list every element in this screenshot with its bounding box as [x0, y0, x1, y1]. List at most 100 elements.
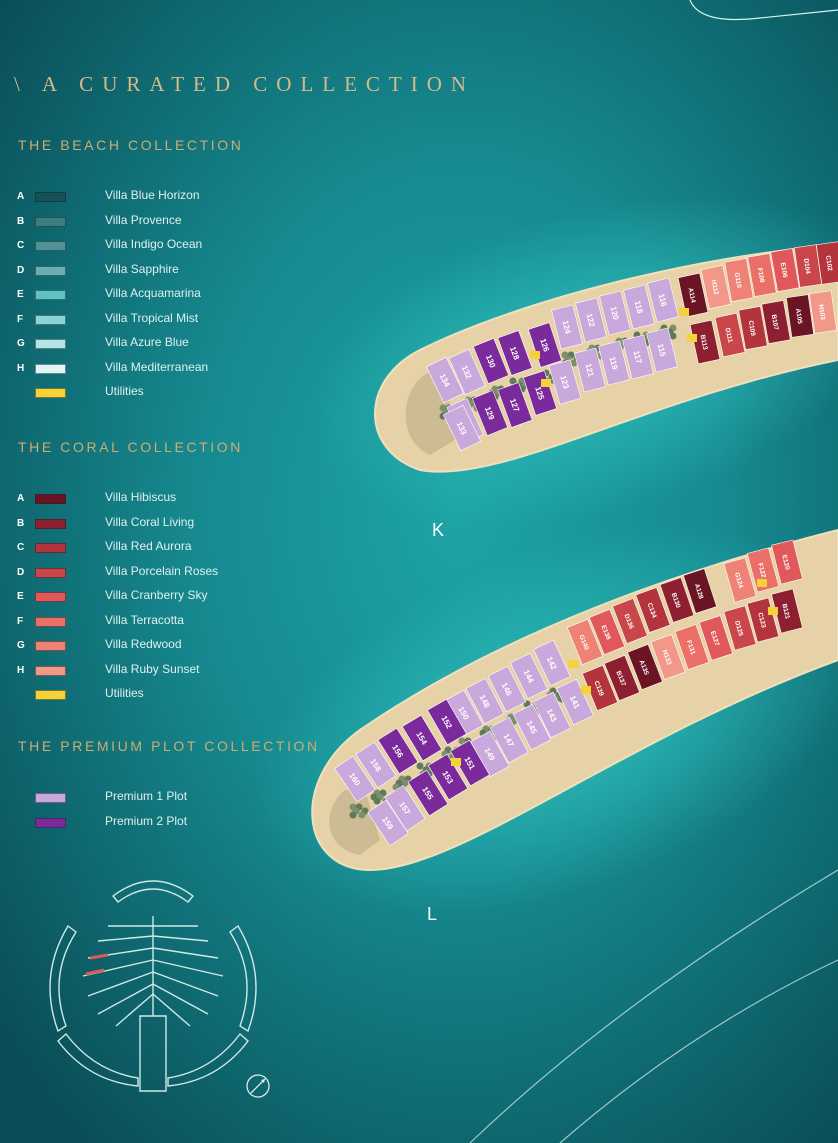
- villa-plot-label: F108: [756, 267, 766, 283]
- villa-plot[interactable]: 134: [425, 356, 465, 404]
- legend-label: Villa Coral Living: [105, 514, 195, 529]
- villa-plot[interactable]: 125: [522, 370, 558, 416]
- villa-plot[interactable]: D104: [793, 244, 823, 288]
- villa-plot[interactable]: 127: [497, 382, 533, 428]
- villa-plot[interactable]: E138: [588, 608, 626, 656]
- villa-plot[interactable]: F122: [746, 547, 780, 593]
- villa-plot[interactable]: A128: [682, 568, 718, 614]
- villa-plot[interactable]: 121: [574, 347, 606, 393]
- legend-swatch: [35, 241, 66, 251]
- compass-icon: [246, 1074, 270, 1098]
- villa-plot-label: D111: [724, 327, 734, 343]
- villa-plot[interactable]: C102: [815, 241, 838, 285]
- utility-marker: [768, 607, 778, 615]
- villa-plot-shape: [551, 304, 583, 350]
- tree-icon: [509, 377, 517, 385]
- villa-plot[interactable]: G124: [723, 557, 757, 603]
- villa-plot[interactable]: H103: [808, 290, 838, 334]
- utility-marker: [451, 758, 461, 766]
- villa-plot[interactable]: 144: [509, 652, 549, 700]
- villa-plot[interactable]: 157: [384, 784, 426, 832]
- villa-plot[interactable]: 128: [497, 330, 533, 376]
- villa-plot[interactable]: 145: [512, 703, 552, 751]
- villa-plot-label: B130: [670, 592, 682, 609]
- villa-plot[interactable]: 156: [377, 727, 419, 775]
- villa-plot-shape: [635, 587, 671, 633]
- villa-plot[interactable]: 150: [444, 689, 484, 737]
- villa-plot[interactable]: B137: [603, 654, 641, 702]
- villa-plot[interactable]: 118: [623, 284, 655, 330]
- villa-plot[interactable]: 153: [427, 753, 469, 801]
- villa-plot[interactable]: H112: [700, 264, 732, 310]
- villa-plot[interactable]: E120: [771, 539, 803, 585]
- legend-swatch: [35, 665, 66, 676]
- villa-plot[interactable]: 141: [556, 678, 594, 726]
- villa-plot-shape: [761, 300, 791, 344]
- legend-label: Villa Red Aurora: [105, 539, 192, 553]
- villa-plot-label: C102: [824, 255, 833, 272]
- villa-plot-shape: [627, 643, 663, 691]
- villa-plot[interactable]: 160: [334, 755, 376, 803]
- villa-plot[interactable]: 151: [450, 739, 490, 787]
- villa-plot[interactable]: 154: [401, 714, 443, 762]
- villa-plot-shape: [407, 769, 449, 817]
- villa-plot[interactable]: D111: [714, 312, 746, 358]
- premium-collection-heading: THE PREMIUM PLOT COLLECTION: [18, 738, 320, 754]
- villa-plot-shape: [575, 297, 607, 343]
- villa-plot-shape: [598, 340, 630, 386]
- villa-plot[interactable]: 159: [367, 799, 409, 847]
- villa-plot[interactable]: 152: [427, 698, 467, 746]
- villa-plot[interactable]: 117: [622, 334, 654, 380]
- villa-plot[interactable]: G110: [724, 258, 754, 302]
- villa-plot[interactable]: A105: [785, 294, 815, 338]
- villa-plot[interactable]: 155: [407, 769, 449, 817]
- villa-plot[interactable]: B107: [761, 300, 791, 344]
- villa-plot[interactable]: 124: [551, 304, 583, 350]
- villa-plot-shape: [522, 370, 558, 416]
- villa-plot[interactable]: 119: [598, 340, 630, 386]
- villa-plot[interactable]: 120: [599, 290, 631, 336]
- villa-plot[interactable]: 146: [487, 665, 527, 713]
- villa-plot[interactable]: C134: [635, 587, 671, 633]
- villa-plot[interactable]: 126: [527, 322, 563, 368]
- villa-plot[interactable]: 115: [646, 327, 678, 373]
- legend-swatch: [35, 314, 66, 325]
- villa-plot[interactable]: H133: [650, 634, 686, 680]
- villa-plot[interactable]: 123: [548, 359, 582, 405]
- villa-plot[interactable]: 130: [472, 337, 510, 385]
- legend-label: Utilities: [105, 384, 144, 398]
- villa-plot[interactable]: D136: [612, 597, 648, 645]
- villa-plot-label: 121: [584, 363, 596, 379]
- legend-swatch: [35, 793, 66, 803]
- villa-plot-label: 123: [558, 374, 570, 390]
- villa-plot[interactable]: 116: [647, 277, 679, 323]
- villa-plot[interactable]: C109: [738, 306, 768, 350]
- villa-plot[interactable]: 148: [465, 677, 505, 725]
- villa-plot[interactable]: A135: [627, 643, 663, 691]
- villa-plot[interactable]: 143: [532, 691, 572, 739]
- villa-plot[interactable]: F131: [674, 624, 710, 670]
- villa-plot-shape: [674, 624, 710, 670]
- villa-plot[interactable]: B113: [689, 319, 721, 365]
- villa-plot[interactable]: A114: [677, 272, 709, 318]
- villa-plot[interactable]: 129: [471, 389, 509, 437]
- island-k-plots: 1161181201221241261281301321341151171191…: [425, 241, 838, 452]
- villa-plot-label: G124: [733, 572, 744, 590]
- villa-plot-shape: [384, 784, 426, 832]
- villa-plot[interactable]: 133: [442, 404, 482, 452]
- villa-plot[interactable]: E127: [698, 615, 734, 661]
- villa-plot[interactable]: 149: [470, 730, 510, 778]
- villa-plot[interactable]: F108: [747, 253, 777, 297]
- legend-label: Villa Ruby Sunset: [105, 661, 200, 676]
- villa-plot[interactable]: 132: [448, 348, 486, 396]
- legend-label: Villa Sapphire: [105, 261, 179, 276]
- villa-plot[interactable]: G140: [566, 618, 604, 666]
- villa-plot[interactable]: 142: [533, 639, 571, 687]
- villa-plot[interactable]: 122: [575, 297, 607, 343]
- villa-plot[interactable]: B130: [659, 577, 695, 623]
- villa-plot[interactable]: 147: [489, 716, 529, 764]
- villa-plot[interactable]: E106: [770, 248, 800, 292]
- villa-plot[interactable]: D125: [723, 605, 757, 651]
- legend-letter: B: [17, 517, 25, 529]
- villa-plot[interactable]: 158: [355, 741, 397, 789]
